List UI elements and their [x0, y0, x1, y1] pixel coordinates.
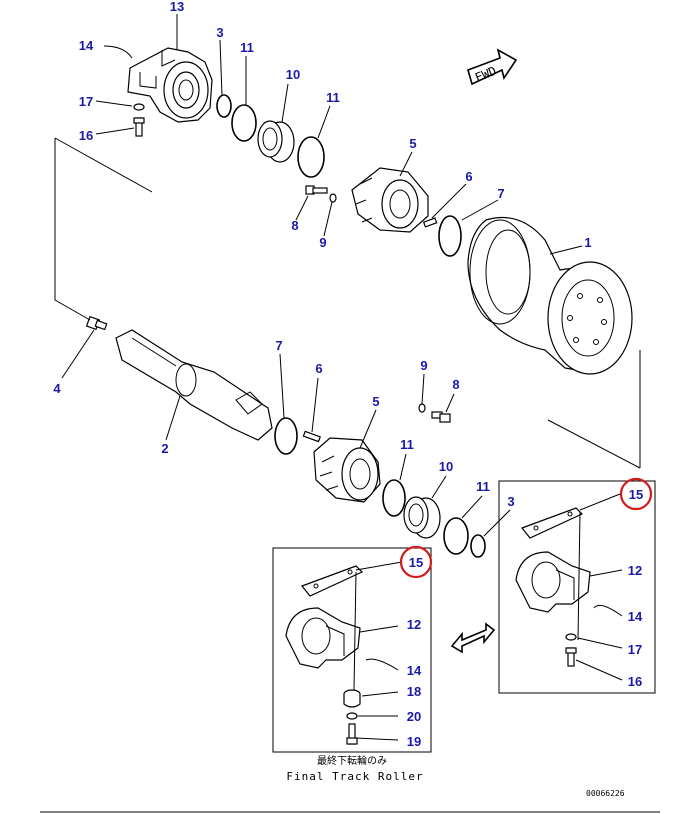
pin-6-mid	[302, 430, 321, 443]
callout-11-top-a: 11	[240, 40, 254, 55]
callout-6-mid: 6	[315, 361, 322, 376]
callout-12-left: 12	[407, 617, 421, 632]
callout-16-right: 16	[628, 674, 642, 689]
o-ring-7-top	[438, 215, 462, 257]
highlight-circle-15-right	[619, 477, 653, 511]
lock-plate-15-right	[521, 507, 584, 539]
inset-caption-jp: 最終下転輪のみ	[317, 754, 387, 767]
callout-16-top: 16	[79, 128, 93, 143]
bolt-16-right	[565, 633, 577, 667]
shaft-2	[115, 329, 273, 441]
callout-3-mid: 3	[507, 494, 514, 509]
collar-5-mid	[313, 437, 381, 503]
floating-seal-10-top	[257, 120, 295, 163]
o-ring-11-mid-a	[382, 479, 406, 517]
bracket-12-right	[515, 551, 591, 613]
callout-13: 13	[170, 0, 184, 14]
o-ring-7-mid	[274, 417, 298, 455]
callout-7-top: 7	[497, 186, 504, 201]
plug-4	[85, 315, 108, 331]
spacer-18	[343, 689, 361, 708]
callout-numbers: 13 14 17 16 3 11 10 11 5 8 9 6 7 1 4 2 7…	[53, 0, 643, 749]
callout-8-mid: 8	[452, 377, 459, 392]
callout-1: 1	[584, 235, 591, 250]
o-ring-11-top-a	[231, 104, 257, 142]
inset-caption-en: Final Track Roller	[286, 770, 423, 783]
callout-11-top-b: 11	[326, 90, 340, 105]
callout-14-right: 14	[628, 609, 643, 624]
callout-10-top: 10	[286, 67, 300, 82]
bracket-12-left	[285, 607, 361, 669]
callout-3-top: 3	[216, 25, 223, 40]
track-roller-1	[467, 216, 633, 375]
callout-9-mid: 9	[420, 358, 427, 373]
callout-20: 20	[407, 709, 421, 724]
callout-17-top: 17	[79, 94, 93, 109]
bolt-8-mid	[418, 403, 451, 423]
lock-plate-15-left	[301, 565, 364, 597]
callout-11-mid-b: 11	[476, 479, 490, 494]
callout-17-right: 17	[628, 642, 642, 657]
collar-5-top	[351, 167, 429, 233]
callout-14-left: 14	[407, 663, 422, 678]
bolt-8-top	[305, 185, 337, 203]
washer-20	[346, 712, 358, 720]
callout-5-top: 5	[409, 136, 416, 151]
swap-arrow-icon	[450, 622, 496, 654]
callout-9-top: 9	[319, 235, 326, 250]
drawing-id: 00066226	[586, 789, 625, 798]
callout-5-mid: 5	[372, 394, 379, 409]
fwd-arrow-icon: FWD	[467, 48, 518, 86]
bolt-19	[346, 723, 358, 745]
bolt-16-top	[133, 103, 145, 137]
callout-4: 4	[53, 381, 61, 396]
o-ring-11-mid-b	[443, 517, 469, 555]
pin-6-top	[422, 217, 438, 228]
callout-2: 2	[161, 441, 168, 456]
callout-19: 19	[407, 734, 421, 749]
callout-12-right: 12	[628, 563, 642, 578]
callout-18: 18	[407, 684, 421, 699]
inset-final-roller-box	[272, 547, 432, 753]
leader-lines	[40, 14, 660, 813]
bracket-13	[127, 47, 213, 123]
callout-15-right: 15	[629, 487, 643, 502]
callout-14-top: 14	[79, 38, 94, 53]
callout-7-mid: 7	[275, 338, 282, 353]
callout-8-top: 8	[291, 218, 298, 233]
inset-right-box	[498, 480, 656, 694]
highlight-circle-15-left	[399, 545, 433, 579]
callout-6-top: 6	[465, 169, 472, 184]
snap-ring-3-mid	[470, 534, 486, 558]
o-ring-11-top-b	[297, 136, 325, 178]
callout-15-left: 15	[409, 555, 423, 570]
callout-10-mid: 10	[439, 459, 453, 474]
callout-11-mid-a: 11	[400, 437, 414, 452]
snap-ring-3-top	[216, 94, 232, 118]
floating-seal-10-mid	[403, 496, 441, 539]
